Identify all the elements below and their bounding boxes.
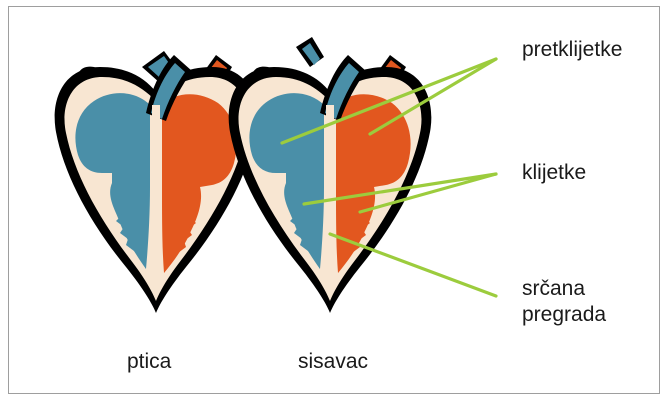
bird-heart [55,51,258,313]
label-ventricles: klijetke [522,160,586,186]
caption-bird: ptica [127,350,171,374]
mammal-heart [229,37,432,313]
caption-mammal: sisavac [298,350,368,374]
label-atria: pretklijetke [522,37,622,63]
label-septum: srčana pregrada [522,276,606,328]
label-septum-line2: pregrada [522,302,606,328]
label-septum-line1: srčana [522,276,606,302]
